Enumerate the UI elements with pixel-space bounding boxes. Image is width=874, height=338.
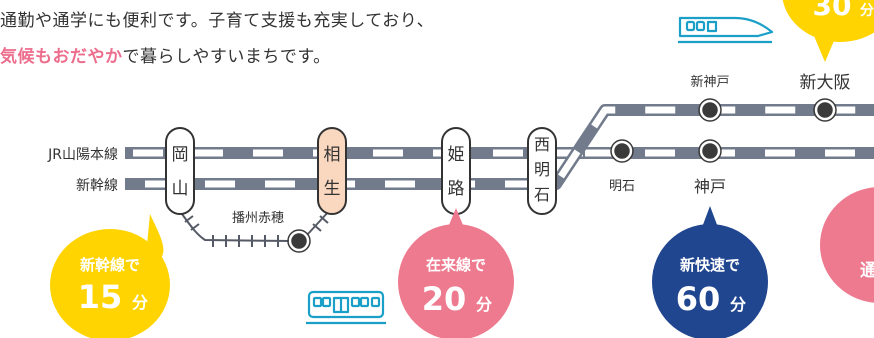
bubble-right-partial: 通 xyxy=(820,187,874,303)
station-aioi[interactable]: 相 生 xyxy=(317,127,347,215)
bubble-zairaisen-num: 20 xyxy=(422,280,467,318)
bubble-shinkaisoku-60min: 新快速で 60 分 xyxy=(652,206,768,338)
jr-sanyo-label: JR山陽本線 xyxy=(47,147,118,163)
station-himeji-char-2: 路 xyxy=(448,179,465,199)
station-dot-akashi[interactable] xyxy=(610,139,634,163)
station-okayama-char-1: 岡 xyxy=(172,145,189,165)
bubble-shinkaisoku-unit: 分 xyxy=(730,295,746,314)
station-nishi-akashi[interactable]: 西 明 石 xyxy=(527,127,557,215)
station-okayama-char-2: 山 xyxy=(172,179,189,199)
station-kobe-label: 神戸 xyxy=(694,177,726,196)
station-dot-banshu-ako[interactable] xyxy=(287,229,311,253)
station-aioi-char-2: 生 xyxy=(324,179,341,199)
shinkansen-train-icon xyxy=(678,16,774,44)
station-dot-kobe[interactable] xyxy=(698,139,722,163)
bubble-top-right-num: 30 xyxy=(813,0,852,22)
bubble-zairaisen-top: 在来線で xyxy=(426,256,486,274)
intro-text-line-2: 気候もおだやかで暮らしやすいまちです。 xyxy=(0,47,331,67)
station-nishi-akashi-char-3: 石 xyxy=(534,185,550,204)
station-aioi-char-1: 相 xyxy=(324,145,341,165)
station-shin-kobe-label: 新神戸 xyxy=(690,74,729,90)
bubble-zairaisen-unit: 分 xyxy=(476,295,492,314)
intro-highlight: 気候もおだやか xyxy=(0,47,123,67)
intro-text-line-1: 通勤や通学にも便利です。子育て支援も充実しており、 xyxy=(0,11,435,31)
station-shin-osaka-label: 新大阪 xyxy=(800,73,851,93)
bubble-top-right-30min: 30 分 xyxy=(782,0,874,62)
bubble-shinkaisoku-top: 新快速で xyxy=(680,256,740,274)
bubble-zairaisen-20min: 在来線で 20 分 xyxy=(398,208,514,338)
station-himeji-char-1: 姫 xyxy=(448,145,465,165)
shinkansen-label: 新幹線 xyxy=(76,177,118,194)
bubble-shinkansen-unit: 分 xyxy=(132,293,148,312)
bubble-top-right-unit: 分 xyxy=(860,3,874,19)
station-banshu-ako-label: 播州赤穂 xyxy=(232,211,284,226)
station-okayama[interactable]: 岡 山 xyxy=(165,127,195,215)
bubble-shinkansen-15min: 新幹線で 15 分 xyxy=(50,214,170,338)
ako-branch-line xyxy=(181,209,331,247)
local-train-icon xyxy=(306,290,386,325)
bubble-shinkansen-top: 新幹線で xyxy=(80,256,140,274)
station-himeji[interactable]: 姫 路 xyxy=(441,127,471,215)
bubble-right-partial-text: 通 xyxy=(860,261,874,281)
station-nishi-akashi-char-1: 西 xyxy=(534,135,550,154)
station-dot-shin-kobe[interactable] xyxy=(698,98,722,122)
bubble-shinkaisoku-num: 60 xyxy=(676,280,721,318)
station-nishi-akashi-char-2: 明 xyxy=(534,160,550,179)
station-akashi-label: 明石 xyxy=(609,179,635,194)
bubble-shinkansen-num: 15 xyxy=(78,278,123,316)
station-dot-shin-osaka[interactable] xyxy=(813,98,837,122)
